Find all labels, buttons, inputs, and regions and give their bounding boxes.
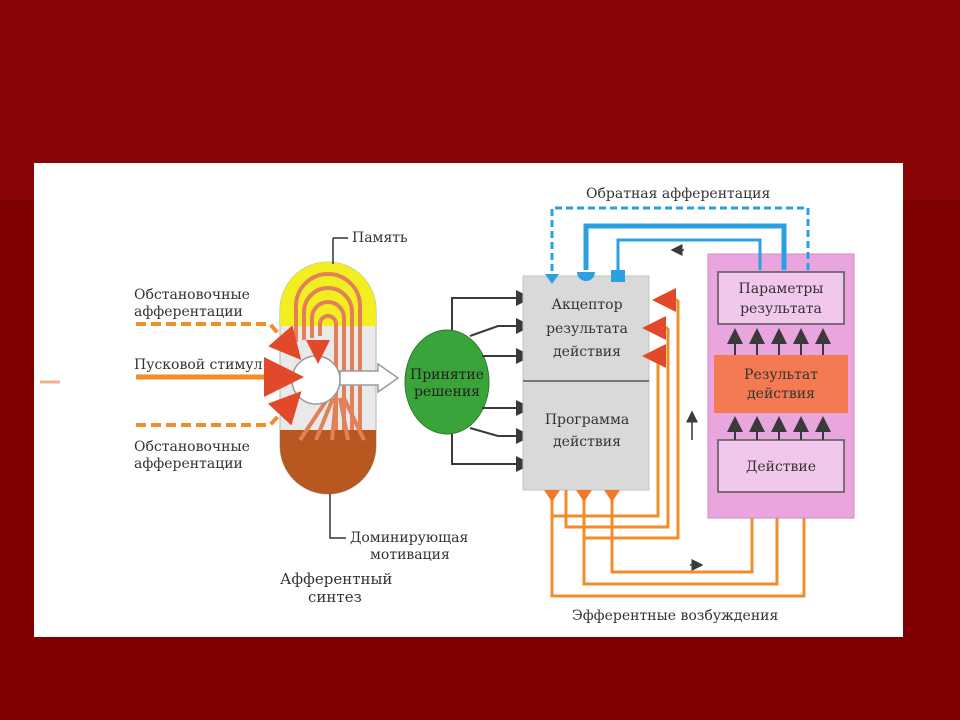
params-label-1: Параметры <box>739 281 824 297</box>
synthesis-label-1: Афферентный <box>280 570 392 588</box>
trigger-stimulus-label: Пусковой стимул <box>134 357 263 373</box>
motivation-leader-line <box>329 494 346 539</box>
acceptor-label-2: результата <box>546 321 628 337</box>
result-up-arrows <box>727 328 831 440</box>
decision-label-1: Принятие <box>410 367 484 383</box>
synthesis-to-decision-arrow <box>339 362 400 394</box>
result-label-2: действия <box>747 386 815 402</box>
situational-bottom-label-2: афферентации <box>134 456 243 472</box>
action-label: Действие <box>746 459 816 475</box>
memory-leader-line <box>332 237 348 264</box>
situational-bottom-label-1: Обстановочные <box>134 439 250 455</box>
memory-label: Память <box>352 230 408 246</box>
efferent-to-action-lines <box>550 496 806 598</box>
feedback-afferent-lines <box>550 206 810 272</box>
params-label-2: результата <box>740 301 822 317</box>
program-label-2: действия <box>553 434 621 450</box>
decision-output-arrows <box>451 290 532 472</box>
decision-node <box>404 329 490 435</box>
situational-top-label-1: Обстановочные <box>134 287 250 303</box>
result-block <box>707 253 855 519</box>
motivation-label-1: Доминирующая <box>350 530 468 546</box>
program-label-1: Программа <box>545 412 629 428</box>
situational-top-label-2: афферентации <box>134 304 243 320</box>
acceptor-label-1: Акцептор <box>551 297 622 313</box>
motivation-label-2: мотивация <box>370 547 450 563</box>
situational-afferent-bottom-line <box>136 391 302 427</box>
acceptor-label-3: действия <box>553 344 621 360</box>
feedback-terminals <box>545 270 625 284</box>
feedback-afferentation-label: Обратная афферентация <box>586 186 770 202</box>
acceptor-program-block <box>522 275 650 491</box>
decision-label-2: решения <box>414 384 480 400</box>
synthesis-label-2: синтез <box>308 588 362 606</box>
efferent-label: Эфферентные возбуждения <box>572 608 779 624</box>
result-label-1: Результат <box>744 367 818 383</box>
situational-afferent-top-line <box>136 322 302 361</box>
afferent-synthesis-capsule <box>279 261 377 495</box>
